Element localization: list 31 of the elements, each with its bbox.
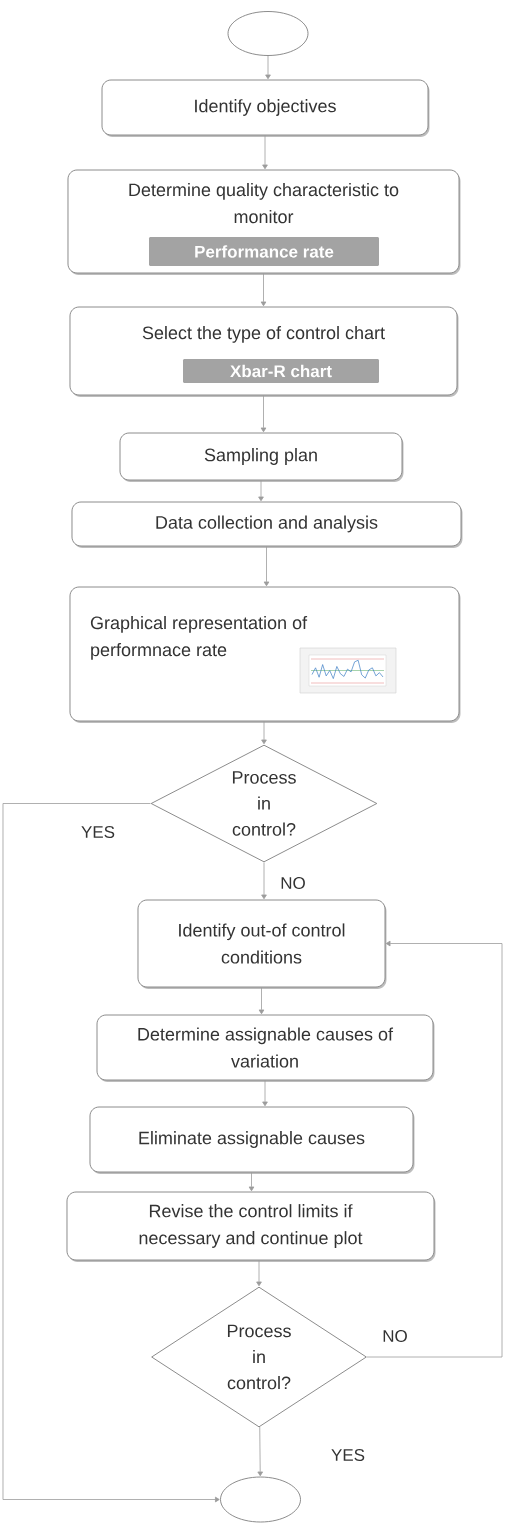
terminator-ellipse [227,11,309,56]
arrow [2,803,220,1503]
arrow [261,721,267,745]
process-box: Data collection and analysis [71,501,463,548]
highlight-box: Performance rate [149,237,379,266]
arrow [260,273,267,307]
edge-label: YES [80,825,116,840]
arrow [248,1172,255,1192]
process-box: Identify objectives [101,79,430,137]
edge-label: NO [279,876,307,891]
arrow [261,862,267,900]
arrow [258,987,265,1015]
edge-label: NO [381,1329,409,1344]
process-box: Determine assignable causes of variation [96,1014,435,1082]
arrow [258,480,264,502]
arrow [257,1426,263,1477]
arrow [265,55,271,80]
terminator-ellipse [220,1476,301,1523]
arrow [260,395,267,433]
arrow [263,546,270,587]
arrow [256,1260,262,1287]
process-box: Identify out-of control conditions [137,899,387,989]
arrow [262,135,268,170]
process-box: Graphical representation of performnace rate [69,586,461,723]
process-box: Sampling plan [119,432,404,482]
edge-label: YES [330,1448,366,1463]
arrow [262,1080,268,1107]
arrow [366,940,503,1358]
process-box: Revise the control limits if necessary and continue plot [66,1191,436,1262]
highlight-box: Xbar-R chart [183,359,379,383]
process-box: Eliminate assignable causes [89,1106,415,1174]
